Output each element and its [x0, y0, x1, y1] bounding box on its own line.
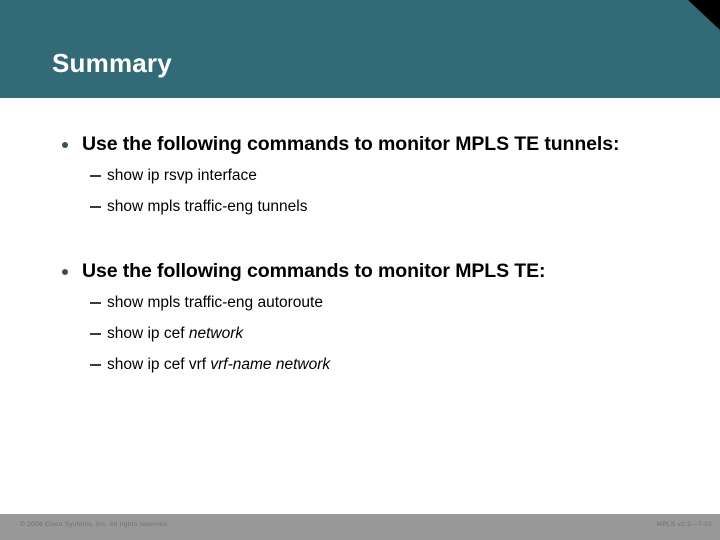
title-banner: Summary	[0, 0, 720, 98]
sub-bullet-list: show mpls traffic-eng autoroute show ip …	[0, 293, 720, 386]
bullet-group: Use the following commands to monitor MP…	[0, 258, 720, 386]
bullet-dash-icon	[90, 333, 101, 335]
bullet-dash-icon	[90, 364, 101, 366]
bullet-item-level2: show ip rsvp interface	[0, 166, 720, 197]
slide-body: Use the following commands to monitor MP…	[0, 98, 720, 514]
command-parameter: network	[188, 325, 244, 342]
command-parameter: vrf-name network	[210, 356, 331, 373]
command-text: show mpls traffic-eng tunnels	[107, 198, 308, 215]
footer-copyright: © 2006 Cisco Systems, Inc. All rights re…	[20, 521, 170, 528]
bullet-level2-text: show mpls traffic-eng autoroute	[107, 293, 720, 313]
slide-footer: © 2006 Cisco Systems, Inc. All rights re…	[0, 514, 720, 540]
bullet-dash-icon	[90, 206, 101, 208]
bullet-item-level2: show mpls traffic-eng autoroute	[0, 293, 720, 324]
command-text: show mpls traffic-eng autoroute	[107, 294, 323, 311]
bullet-item-level1: Use the following commands to monitor MP…	[0, 258, 720, 285]
bullet-item-level2: show mpls traffic-eng tunnels	[0, 197, 720, 228]
bullet-dash-icon	[90, 175, 101, 177]
bullet-dash-icon	[90, 302, 101, 304]
bullet-level2-text: show ip rsvp interface	[107, 166, 720, 186]
bullet-level2-text: show mpls traffic-eng tunnels	[107, 197, 720, 217]
bullet-level2-text: show ip cef vrf vrf-name network	[107, 355, 720, 375]
command-text: show ip cef vrf	[107, 356, 211, 373]
command-text: show ip rsvp interface	[107, 167, 257, 184]
bullet-item-level1: Use the following commands to monitor MP…	[0, 131, 720, 158]
command-text: show ip cef	[107, 325, 189, 342]
bullet-dot-icon	[62, 142, 68, 148]
footer-deck-reference: MPLS v2.2—7-10	[656, 521, 712, 528]
bullet-group: Use the following commands to monitor MP…	[0, 131, 720, 228]
page-title: Summary	[52, 48, 172, 78]
bullet-level1-text: Use the following commands to monitor MP…	[82, 133, 620, 155]
sub-bullet-list: show ip rsvp interface show mpls traffic…	[0, 166, 720, 228]
bullet-item-level2: show ip cef vrf vrf-name network	[0, 355, 720, 386]
bullet-item-level2: show ip cef network	[0, 324, 720, 355]
bullet-dot-icon	[62, 269, 68, 275]
bullet-level1-text: Use the following commands to monitor MP…	[82, 260, 546, 282]
bullet-level2-text: show ip cef network	[107, 324, 720, 344]
corner-wedge-decoration	[688, 0, 720, 30]
